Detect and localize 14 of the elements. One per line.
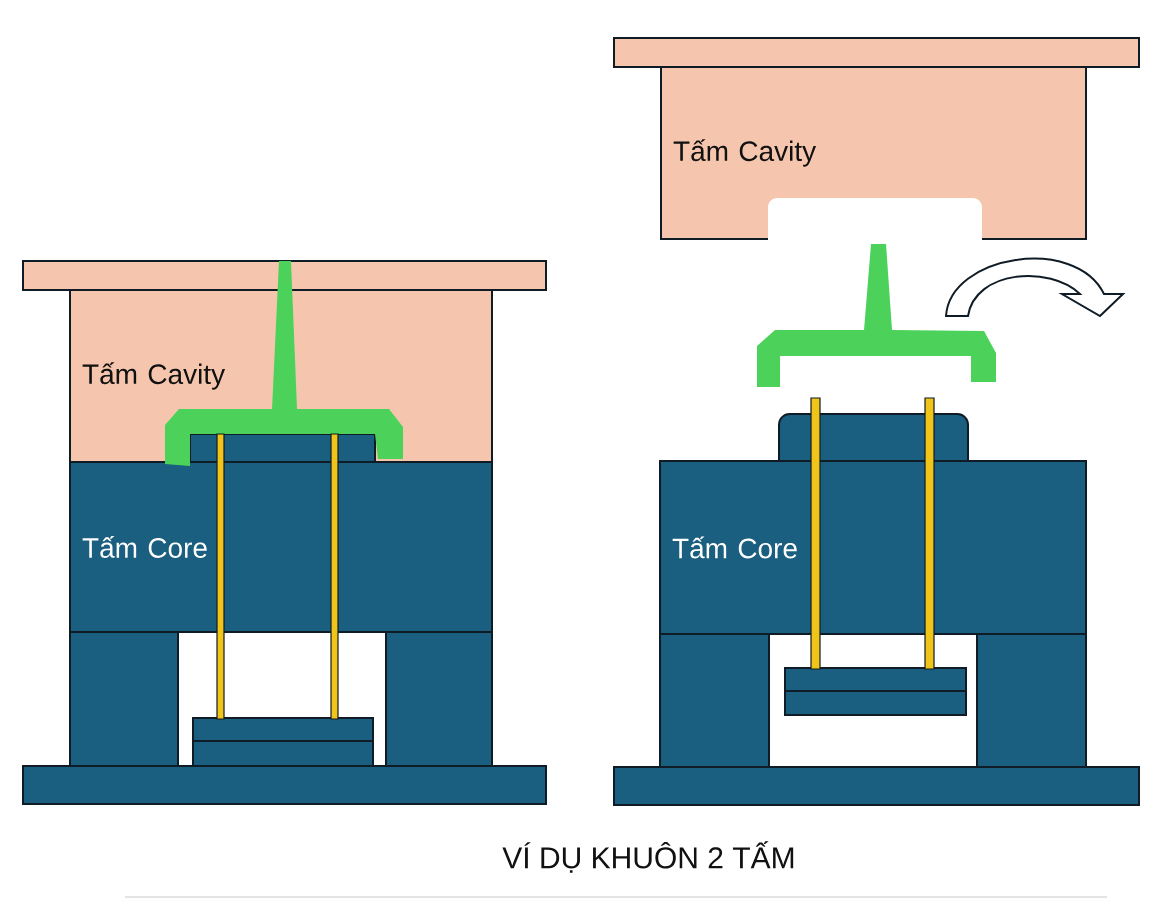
ejector-plate (192, 717, 374, 742)
spacer-block (976, 633, 1087, 768)
spacer-block (659, 633, 770, 768)
spacer-block (69, 631, 179, 767)
top-clamp-plate (22, 260, 547, 291)
spacer-block (385, 631, 493, 767)
top-clamp-plate (613, 37, 1140, 68)
caption: VÍ DỤ KHUÔN 2 TẤM (502, 841, 794, 873)
ejector-plate (784, 690, 967, 716)
node-label: Tấm Cavity (673, 139, 817, 167)
bottom-clamp-plate (613, 766, 1140, 806)
core-insert (189, 433, 376, 463)
ejector-plate (784, 667, 967, 692)
ejector-plate (192, 740, 374, 767)
